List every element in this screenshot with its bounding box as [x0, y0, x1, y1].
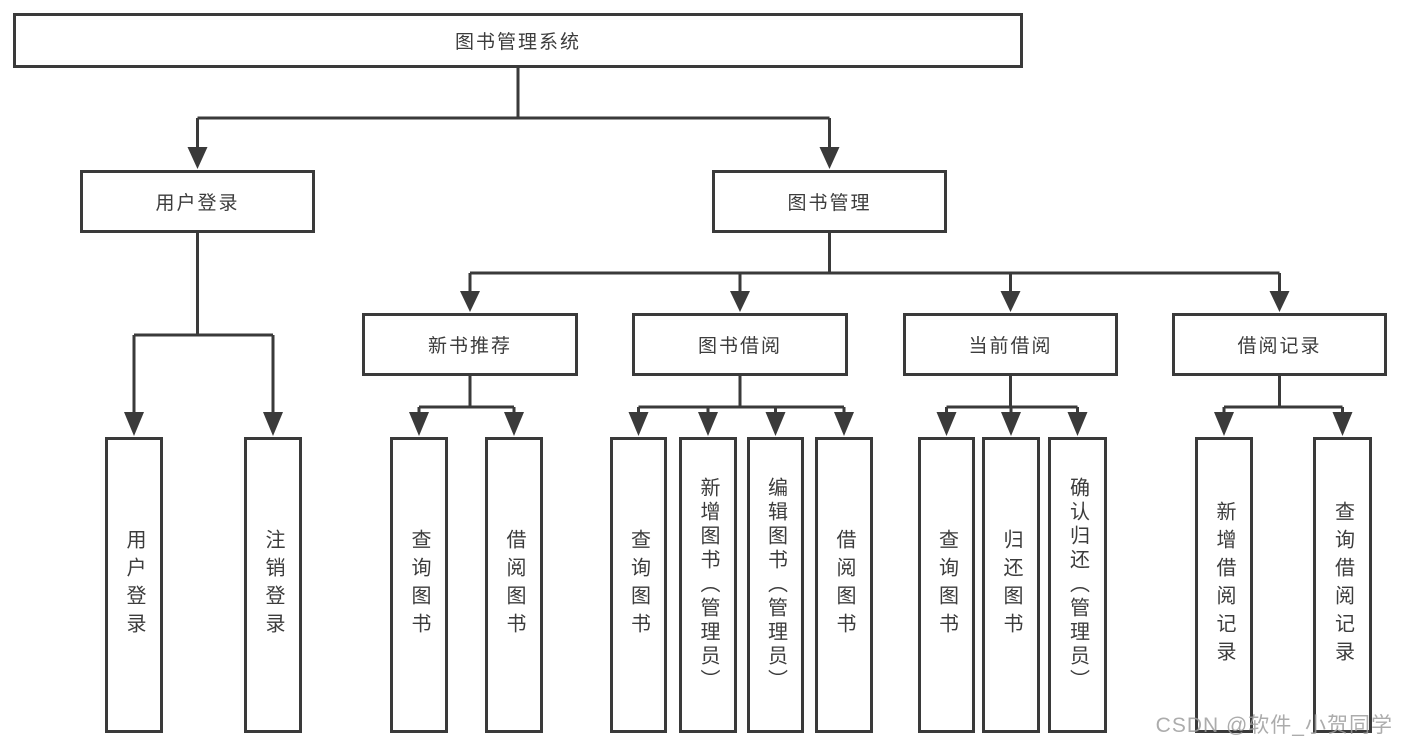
node-root-system: 图书管理系统: [13, 13, 1023, 68]
node-book-management: 图书管理: [712, 170, 947, 233]
csdn-watermark: CSDN @软件_小贺同学: [1155, 714, 1393, 737]
node-user-login: 用户登录: [80, 170, 315, 233]
leaf-borrow-query-books: 查询图书: [610, 437, 667, 733]
node-new-book-recommendation: 新书推荐: [362, 313, 578, 376]
leaf-logout: 注销登录: [244, 437, 302, 733]
leaf-borrow-borrow-books: 借阅图书: [815, 437, 873, 733]
node-book-borrowing: 图书借阅: [632, 313, 848, 376]
leaf-current-return-books: 归还图书: [982, 437, 1040, 733]
leaf-recommend-query-books: 查询图书: [390, 437, 448, 733]
node-current-borrowing: 当前借阅: [903, 313, 1118, 376]
leaf-borrow-edit-books-admin: 编辑图书（管理员）: [747, 437, 804, 733]
leaf-records-query-record: 查询借阅记录: [1313, 437, 1372, 733]
leaf-borrow-add-books-admin: 新增图书（管理员）: [679, 437, 737, 733]
leaf-recommend-borrow-books: 借阅图书: [485, 437, 543, 733]
leaf-current-confirm-return-admin: 确认归还（管理员）: [1048, 437, 1107, 733]
node-borrowing-records: 借阅记录: [1172, 313, 1387, 376]
leaf-current-query-books: 查询图书: [918, 437, 975, 733]
leaf-user-login: 用户登录: [105, 437, 163, 733]
leaf-records-add-record: 新增借阅记录: [1195, 437, 1253, 733]
